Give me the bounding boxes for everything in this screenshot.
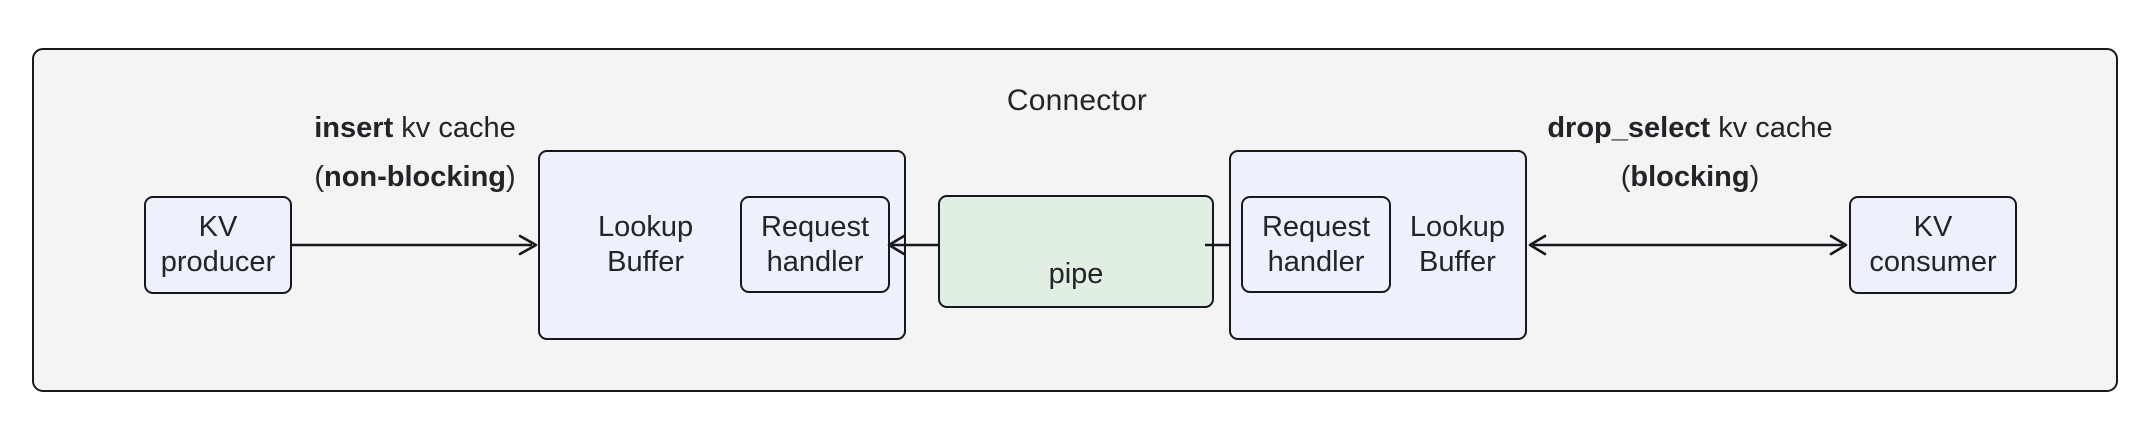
node-pipe-label: pipe bbox=[1048, 258, 1104, 291]
arrow-drop-select-mode: blocking bbox=[1630, 161, 1750, 193]
arrow-drop-select-label-line1: drop_select kv cache bbox=[1520, 114, 1860, 143]
arrow-insert-paren-open: ( bbox=[314, 161, 324, 193]
arrow-insert-keyword: insert bbox=[314, 112, 394, 144]
node-request-handler-left[interactable]: Request handler bbox=[740, 196, 890, 293]
arrow-drop-select bbox=[1528, 233, 1848, 257]
arrow-drop-select-label-line2: (blocking) bbox=[1520, 163, 1860, 192]
arrow-insert bbox=[292, 233, 542, 257]
arrow-drop-select-label: drop_select kv cache (blocking) bbox=[1520, 114, 1860, 192]
arrow-drop-select-line1-rest: kv cache bbox=[1710, 112, 1833, 144]
node-lookup-buffer-right-label: Lookup Buffer bbox=[1409, 211, 1505, 278]
arrow-insert-label-line1: insert kv cache bbox=[262, 114, 568, 143]
arrow-insert-label: insert kv cache (non-blocking) bbox=[262, 114, 568, 192]
node-kv-consumer-label: KV consumer bbox=[1869, 211, 1997, 278]
node-request-handler-right[interactable]: Request handler bbox=[1241, 196, 1391, 293]
arrow-drop-select-paren-open: ( bbox=[1620, 161, 1631, 193]
node-lookup-buffer-left-label: Lookup Buffer bbox=[598, 211, 694, 278]
arrow-insert-line1-rest: kv cache bbox=[393, 112, 516, 144]
arrow-drop-select-paren-close: ) bbox=[1749, 161, 1760, 193]
arrow-insert-mode: non-blocking bbox=[323, 161, 507, 193]
arrow-drop-select-keyword: drop_select bbox=[1547, 112, 1711, 144]
arrow-insert-paren-close: ) bbox=[506, 161, 516, 193]
arrow-insert-label-line2: (non-blocking) bbox=[262, 163, 568, 192]
node-kv-consumer[interactable]: KV consumer bbox=[1849, 196, 2017, 294]
node-kv-producer-label: KV producer bbox=[160, 211, 276, 278]
node-pipe[interactable]: pipe bbox=[938, 195, 1214, 308]
node-kv-producer[interactable]: KV producer bbox=[144, 196, 292, 294]
connector-title: Connector bbox=[1006, 84, 1148, 117]
